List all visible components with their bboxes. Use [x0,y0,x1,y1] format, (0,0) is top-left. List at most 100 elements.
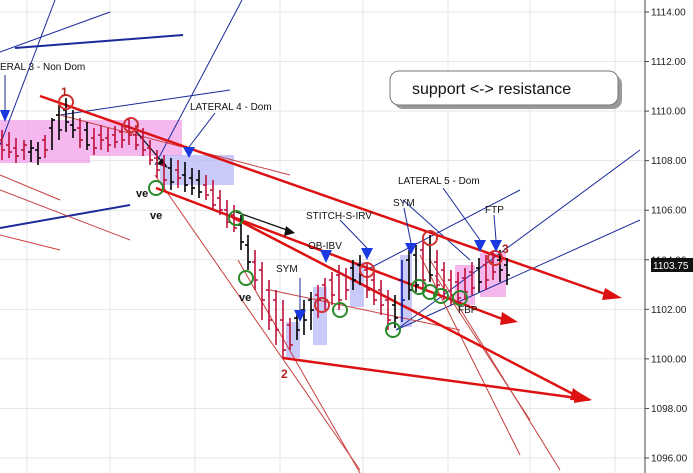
green-circle-marker [385,322,401,338]
price-bar [196,170,202,198]
y-tick-label: 1102.00 [651,305,687,316]
trendline-lower [282,356,578,400]
price-bar [434,250,440,295]
label-obibv: OB-IBV [308,241,342,252]
price-bar [217,190,223,215]
pointer-line [442,187,481,241]
price-bar [329,272,335,305]
navy-thick-lines [0,34,184,229]
blue-triangle-marker [361,248,373,260]
navy-line [402,199,471,261]
point-label-1: 1 [61,85,68,99]
y-axis-panel [645,0,693,473]
price-bar [287,318,293,350]
navy-line [154,0,243,166]
label-ve-3: ve [239,292,251,304]
blue-triangle-marker [405,243,417,255]
label-ve-1: ve [136,188,148,200]
price-bar [56,105,62,140]
navy-thick-line [0,204,131,229]
navy-line [395,149,641,331]
blue-triangle-marker [294,310,306,322]
price-bar [266,280,272,330]
green-circle-marker [238,270,254,286]
green-circles [148,180,468,338]
price-bar [210,180,216,210]
price-bar [91,128,97,155]
price-bar [175,160,181,188]
price-bar [63,98,69,132]
label-lateral5: LATERAL 5 - Dom [398,176,480,187]
y-tick-label: 1112.00 [651,57,686,68]
annotation-labels: ERAL 3 - Non Dom LATERAL 4 - Dom LATERAL… [0,62,509,381]
support-resistance-callout: support <-> resistance [389,70,622,109]
price-bar [399,260,405,322]
price-bar [28,140,34,162]
thin-red-line [0,174,61,201]
price-bar [49,118,55,150]
label-ftp: FTP [485,205,504,216]
red-circle-marker [123,117,139,133]
price-bar [119,125,125,148]
price-bar [13,138,19,163]
price-bar [245,235,251,270]
last-price-tag: 1103.75 [651,258,693,272]
price-bar [406,250,412,300]
thin-red-line [0,189,131,241]
price-bar [350,260,356,290]
arrowhead [602,288,622,300]
black-arrow-line [235,211,288,231]
blue-triangle-marker [490,240,502,252]
price-bar [308,292,314,330]
price-bar [378,280,384,315]
point-label-2: 2 [281,367,288,381]
price-bar [168,158,174,190]
green-circle-marker [452,290,468,306]
price-bar [203,175,209,200]
label-sym-1: SYM [276,264,298,275]
price-bar [252,250,258,290]
price-bar [259,262,265,320]
price-bar [154,150,160,178]
price-bar [35,142,41,165]
pointer-line [188,112,216,148]
red-circle-marker [58,94,74,110]
price-bar [189,168,195,195]
y-tick-label: 1106.00 [651,206,687,217]
red-circle-marker [359,262,375,278]
y-tick-label: 1100.00 [651,354,687,365]
navy-thick-line [14,34,184,49]
red-circles [58,94,503,313]
trendline-support [231,215,576,397]
red-circle-marker [314,297,330,313]
y-axis-ticks: 1114.001112.001110.001108.001106.001104.… [645,8,688,465]
price-bar [0,130,5,160]
green-circle-marker [332,302,348,318]
black-arrows [134,129,288,231]
thin-red-line [59,114,291,176]
price-bar [280,300,286,358]
label-ve-2: ve [150,210,162,222]
blue-triangle-marker [0,110,10,122]
blue-triangles [0,110,502,322]
price-bar [231,205,237,232]
label-lateral4: LATERAL 4 - Dom [190,102,272,113]
price-bar [343,268,349,300]
sym-zone-1 [286,322,300,358]
y-tick-label: 1108.00 [651,156,687,167]
price-bar [70,110,76,138]
green-circle-marker [228,210,244,226]
callout-text: support <-> resistance [412,81,571,98]
navy-line [0,11,111,53]
label-sym-2: SYM [393,198,415,209]
red-circle-marker [487,250,503,266]
black-arrowhead [157,158,168,168]
price-bar [476,258,482,292]
price-bar [273,290,279,345]
label-pointers [4,75,497,310]
label-lateral3: ERAL 3 - Non Dom [0,62,85,73]
price-bar [462,268,468,300]
y-tick-label: 1114.00 [651,8,686,19]
price-bar [497,250,503,282]
